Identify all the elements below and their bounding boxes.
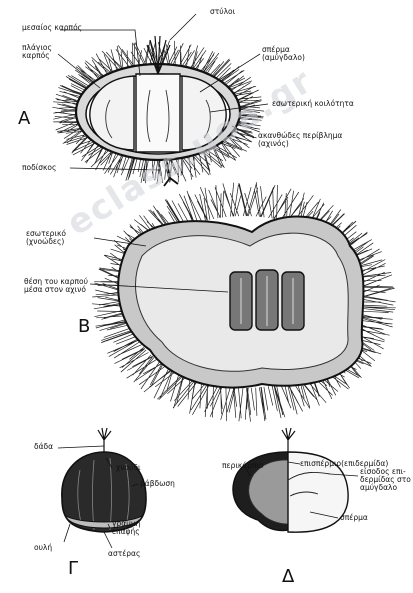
label-episperm-entry: είσοδος επι- δερμίδας στο αμύγδαλο (360, 468, 411, 492)
label-seed-d: σπέρμα (340, 514, 368, 522)
figure-a-letter: Α (18, 108, 30, 129)
label-torch: δάδα (34, 443, 53, 451)
figure-g-letter: Γ (68, 558, 78, 579)
label-central-fruit: μεσαίος καρπός (22, 24, 82, 32)
label-peduncle: ποδίσκος (22, 164, 56, 172)
label-fuzz: χνούδι (116, 464, 141, 472)
figure-b-drawing (92, 182, 396, 421)
label-inner-cavity: εσωτερική κοιλότητα (272, 100, 354, 108)
label-fruit-position: θέση του καρπού μέσα στον αχινό (24, 278, 88, 294)
label-ribbing: ράβδωση (140, 480, 175, 488)
label-star: αστέρας (108, 550, 140, 558)
label-pericarp: περικάρπιο (222, 462, 264, 470)
figure-d-letter: Δ (282, 566, 294, 587)
label-styles: στύλοι (210, 8, 235, 16)
label-interior: εσωτερικό (χνοώδες) (26, 230, 66, 246)
figure-d-torch (282, 428, 295, 452)
label-spiny-husk: ακανθώδες περίβλημα (αχινός) (258, 132, 342, 148)
label-contact-line: γραμμή επαφής (112, 520, 140, 536)
label-hilum: ουλή (34, 544, 52, 552)
label-seed-a: σπέρμα (αμύγδαλο) (262, 46, 305, 62)
figure-g-drawing (62, 428, 146, 532)
figure-b-letter: Β (78, 316, 90, 337)
figure-g-torch (98, 428, 111, 452)
label-lateral-fruit: πλάγιος καρπός (22, 44, 52, 60)
